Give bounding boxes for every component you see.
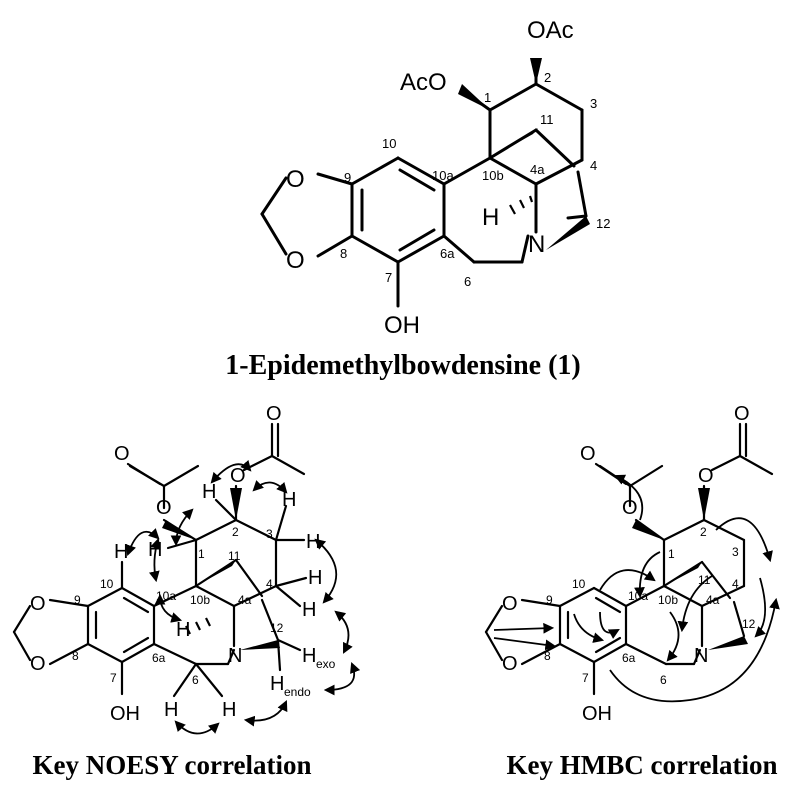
hmbc-locant-12: 12 [742,617,756,631]
noesy-h-exo: H [302,645,316,667]
noesy-oxygen-ester1: O [156,497,172,519]
hmbc-locant-4a: 4a [706,593,720,607]
noesy-oxygen-lower: O [30,653,46,675]
noesy-arrows [125,459,361,735]
locant-3: 3 [590,96,597,111]
hmbc-locant-7: 7 [582,671,589,685]
noesy-h4a: H [308,567,322,589]
locant-4a: 4a [530,162,545,177]
hmbc-locant-6: 6 [660,673,667,687]
noesy-locant-1: 1 [198,547,205,561]
atom-numbers: 1 2 3 4 4a 6 6a 7 8 9 10 10a 10b 11 12 [340,70,610,289]
locant-6: 6 [464,274,471,289]
noesy-oxygen-upper: O [30,593,46,615]
bond-skeleton [260,58,588,308]
noesy-locant-4a: 4a [238,593,252,607]
locant-7: 7 [385,270,392,285]
hmbc-oxygen-carbonyl1: O [580,443,596,465]
oxygen-lower-label: O [286,247,305,274]
hmbc-hydroxyl: OH [582,703,612,725]
hmbc-locant-6a: 6a [622,651,636,665]
noesy-hydroxyl: OH [110,703,140,725]
locant-12: 12 [596,216,610,231]
hmbc-locant-2: 2 [700,525,707,539]
hmbc-locant-8: 8 [544,649,551,663]
noesy-h6b: H [222,699,236,721]
noesy-locant-6a: 6a [152,651,166,665]
noesy-nitrogen: N [228,645,242,667]
noesy-exo-subscript: exo [316,657,336,671]
noesy-locant-10: 10 [100,577,114,591]
noesy-h4a-bridge: H [176,619,190,641]
noesy-caption: Key NOESY correlation [33,750,312,780]
hmbc-atoms: O O O O O O N OH [502,403,750,725]
hmbc-oxygen-upper: O [502,593,518,615]
noesy-locant-11: 11 [228,549,241,563]
noesy-locant-7: 7 [110,671,117,685]
hmbc-numbers: 1 2 3 4 4a 6 6a 7 8 9 10 10a 10b 11 12 [544,525,756,687]
noesy-oxygen-ester2: O [230,465,246,487]
compound-structure: OAc AcO O O N OH H 1 2 3 4 4a 6 6a 7 8 9… [225,17,610,381]
hmbc-locant-4: 4 [732,577,739,591]
hmbc-caption: Key HMBC correlation [507,750,778,780]
noesy-h-endo: H [270,673,284,695]
hmbc-locant-1: 1 [668,547,675,561]
noesy-oxygen-carbonyl1: O [114,443,130,465]
noesy-locant-10b: 10b [190,593,210,607]
hmbc-locant-10a: 10a [628,589,648,603]
nitrogen-label: N [528,231,545,258]
noesy-locant-8: 8 [72,649,79,663]
hmbc-oxygen-ester2: O [698,465,714,487]
aco-left-label: AcO [400,69,447,96]
hmbc-bonds [484,422,774,696]
noesy-bonds [12,422,308,698]
compound-name: 1-Epidemethylbowdensine (1) [225,350,580,381]
noesy-h4b: H [302,599,316,621]
locant-11: 11 [540,112,554,127]
noesy-oxygen-carbonyl2: O [266,403,282,425]
hydrogen-label: H [482,204,499,231]
locant-9: 9 [344,170,351,185]
noesy-atoms: O O O O O O N OH H H H H H H H H H H H e… [30,403,336,725]
noesy-h6a: H [164,699,178,721]
locant-8: 8 [340,246,347,261]
hmbc-oxygen-lower: O [502,653,518,675]
noesy-locant-2: 2 [232,525,239,539]
stereo-bonds [458,58,590,250]
noesy-endo-subscript: endo [284,685,311,699]
noesy-h2: H [202,481,216,503]
noesy-h10: H [114,541,128,563]
hmbc-locant-3: 3 [732,545,739,559]
locant-10: 10 [382,136,396,151]
hmbc-oxygen-carbonyl2: O [734,403,750,425]
hmbc-nitrogen: N [694,645,708,667]
noesy-numbers: 1 2 3 4 4a 6 6a 7 8 9 10 10a 10b 11 12 [72,525,284,687]
hmbc-arrows [493,474,780,703]
hmbc-structure: O O O O O O N OH 1 2 3 4 4a 6 6a 7 8 9 1… [484,403,780,780]
noesy-locant-6: 6 [192,673,199,687]
locant-10a: 10a [432,168,454,183]
noesy-locant-3: 3 [266,527,273,541]
noesy-locant-4: 4 [266,577,273,591]
oac-top-label: OAc [527,17,574,44]
locant-4: 4 [590,158,597,173]
hydroxyl-label: OH [384,312,420,339]
hmbc-wedges [632,488,748,650]
hmbc-locant-10: 10 [572,577,586,591]
hmbc-locant-9: 9 [546,593,553,607]
oxygen-upper-label: O [286,166,305,193]
locant-2: 2 [544,70,551,85]
noesy-locant-12: 12 [270,621,284,635]
atom-labels: OAc AcO O O N OH H [286,17,574,339]
locant-1: 1 [484,90,491,105]
locant-10b: 10b [482,168,504,183]
locant-6a: 6a [440,246,455,261]
hmbc-oxygen-ester1: O [622,497,638,519]
hmbc-locant-10b: 10b [658,593,678,607]
noesy-h3a: H [282,489,296,511]
noesy-structure: O O O O O O N OH H H H H H H H H H H H e… [12,403,361,780]
noesy-locant-9: 9 [74,593,81,607]
noesy-locant-10a: 10a [156,589,176,603]
